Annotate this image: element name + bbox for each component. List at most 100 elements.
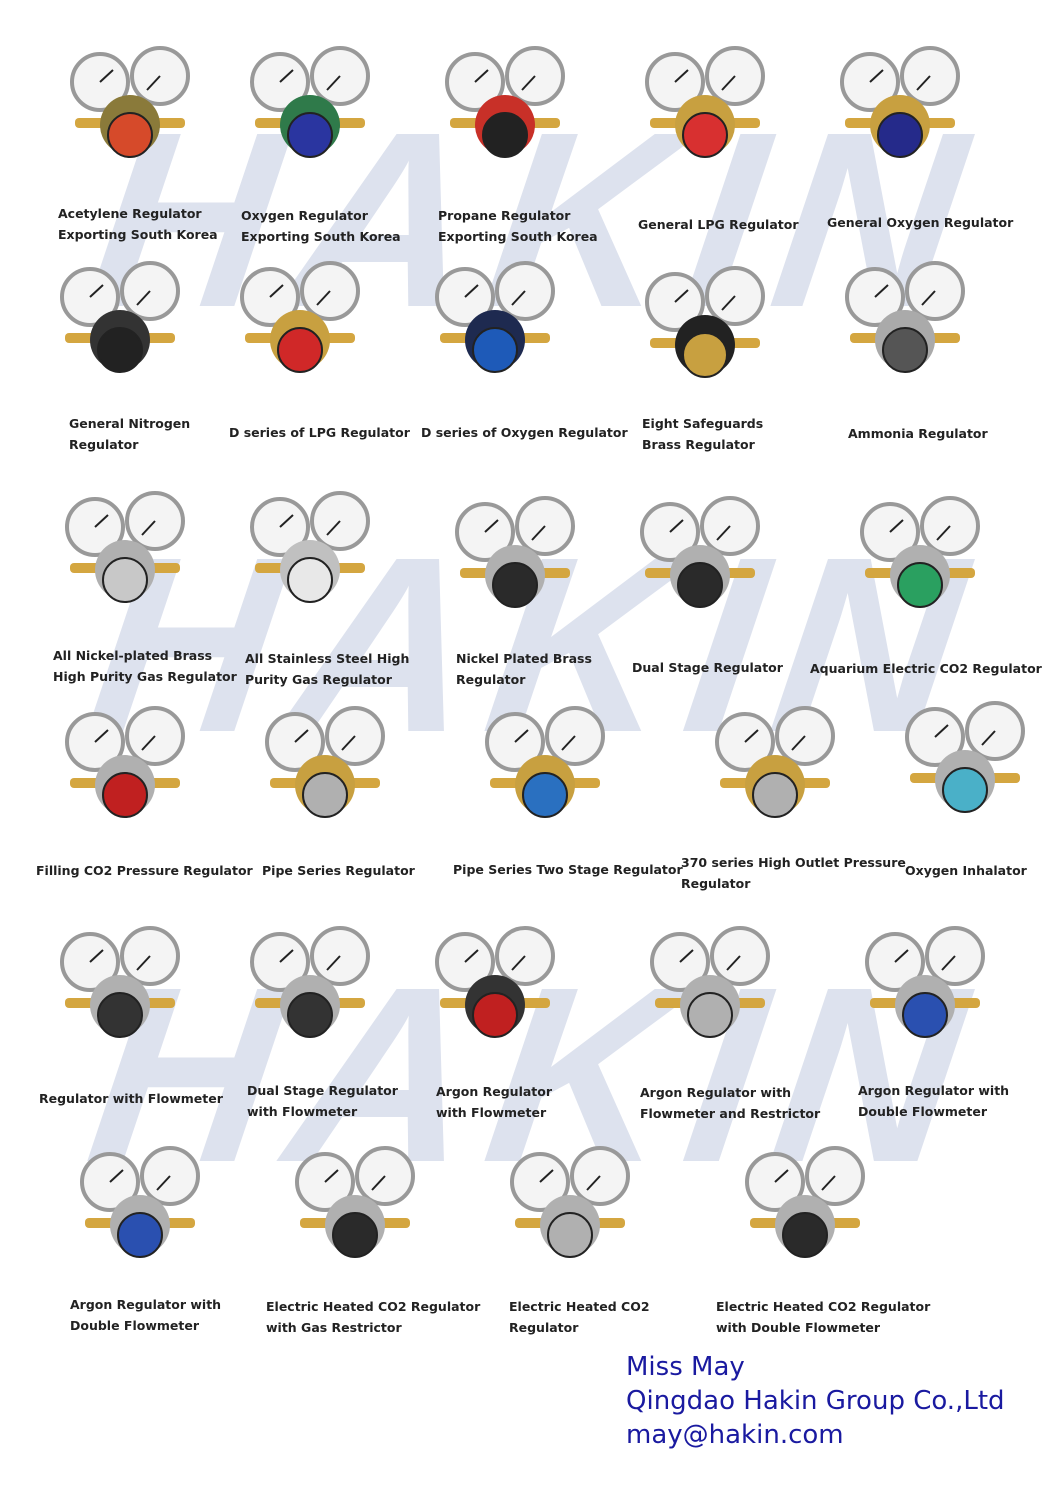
regulator-image [250, 46, 370, 158]
regulator-image [455, 496, 575, 608]
regulator-image [265, 706, 385, 818]
caption-line: Regulator [509, 1320, 579, 1335]
caption-line: Regulator with Flowmeter [39, 1091, 223, 1106]
regulator-image [905, 701, 1025, 813]
knob-icon [332, 1212, 378, 1258]
knob-icon [522, 772, 568, 818]
product-caption: Ammonia Regulator [848, 423, 988, 444]
knob-icon [287, 112, 333, 158]
caption-line: Filling CO2 Pressure Regulator [36, 863, 253, 878]
product-caption: Dual Stage Regulator [632, 657, 783, 678]
caption-line: Exporting South Korea [438, 229, 598, 244]
regulator-image [240, 261, 360, 373]
regulator-image [745, 1146, 865, 1258]
regulator-image [845, 261, 965, 373]
caption-line: Propane Regulator [438, 208, 571, 223]
caption-line: Purity Gas Regulator [245, 672, 392, 687]
caption-line: D series of Oxygen Regulator [421, 425, 628, 440]
caption-line: Argon Regulator [436, 1084, 553, 1099]
product-caption: Electric Heated CO2 Regulator with Gas Re… [266, 1296, 480, 1338]
caption-line: Electric Heated CO2 Regulator [266, 1299, 481, 1314]
caption-line: Dual Stage Regulator [632, 660, 783, 675]
regulator-image [840, 46, 960, 158]
regulator-image [65, 706, 185, 818]
caption-line: Exporting South Korea [58, 227, 218, 242]
regulator-image [645, 266, 765, 378]
caption-line: General LPG Regulator [638, 217, 799, 232]
product-caption: D series of LPG Regulator [229, 422, 410, 443]
product-caption: Argon Regulator with Flowmeter [436, 1081, 552, 1123]
caption-line: Flowmeter and Restrictor [640, 1106, 821, 1121]
caption-line: Brass Regulator [642, 437, 755, 452]
knob-icon [897, 562, 943, 608]
caption-line: Pipe Series Two Stage Regulator [453, 862, 683, 877]
regulator-image [860, 496, 980, 608]
product-caption: Electric Heated CO2 Regulator with Double… [716, 1296, 930, 1338]
caption-line: with Flowmeter [436, 1105, 547, 1120]
product-caption: D series of Oxygen Regulator [421, 422, 628, 443]
regulator-image [485, 706, 605, 818]
caption-line: Ammonia Regulator [848, 426, 988, 441]
regulator-image [650, 926, 770, 1038]
knob-icon [752, 772, 798, 818]
knob-icon [107, 112, 153, 158]
caption-line: All Stainless Steel High [245, 651, 410, 666]
knob-icon [942, 767, 988, 813]
caption-line: Argon Regulator with [640, 1085, 792, 1100]
knob-icon [277, 327, 323, 373]
regulator-image [60, 926, 180, 1038]
product-caption: Aquarium Electric CO2 Regulator [810, 658, 1042, 679]
knob-icon [287, 992, 333, 1038]
product-caption: Filling CO2 Pressure Regulator [36, 860, 253, 881]
knob-icon [287, 557, 333, 603]
knob-icon [482, 112, 528, 158]
caption-line: All Nickel-plated Brass [53, 648, 213, 663]
caption-line: D series of LPG Regulator [229, 425, 410, 440]
regulator-image [80, 1146, 200, 1258]
product-caption: General LPG Regulator [638, 214, 799, 235]
caption-line: Electric Heated CO2 Regulator [716, 1299, 931, 1314]
regulator-image [640, 496, 760, 608]
caption-line: Acetylene Regulator [58, 206, 202, 221]
regulator-image [435, 926, 555, 1038]
caption-line: Oxygen Inhalator [905, 863, 1027, 878]
knob-icon [492, 562, 538, 608]
contact-company: Qingdao Hakin Group Co.,Ltd [626, 1386, 1005, 1416]
caption-line: with Double Flowmeter [716, 1320, 881, 1335]
knob-icon [102, 772, 148, 818]
product-caption: Pipe Series Two Stage Regulator [453, 859, 683, 880]
caption-line: Regulator [69, 437, 139, 452]
knob-icon [547, 1212, 593, 1258]
caption-line: Eight Safeguards [642, 416, 764, 431]
caption-line: High Purity Gas Regulator [53, 669, 237, 684]
caption-line: Dual Stage Regulator [247, 1083, 398, 1098]
regulator-image [70, 46, 190, 158]
regulator-image [865, 926, 985, 1038]
caption-line: with Flowmeter [247, 1104, 358, 1119]
caption-line: Nickel Plated Brass [456, 651, 592, 666]
knob-icon [782, 1212, 828, 1258]
contact-block: Miss May Qingdao Hakin Group Co.,Ltd may… [626, 1350, 1005, 1452]
caption-line: Regulator [681, 876, 751, 891]
knob-icon [882, 327, 928, 373]
knob-icon [902, 992, 948, 1038]
regulator-image [65, 491, 185, 603]
regulator-image [645, 46, 765, 158]
knob-icon [687, 992, 733, 1038]
contact-email[interactable]: may@hakin.com [626, 1420, 844, 1450]
regulator-image [60, 261, 180, 373]
caption-line: Exporting South Korea [241, 229, 401, 244]
contact-name: Miss May [626, 1352, 745, 1382]
caption-line: with Gas Restrictor [266, 1320, 402, 1335]
